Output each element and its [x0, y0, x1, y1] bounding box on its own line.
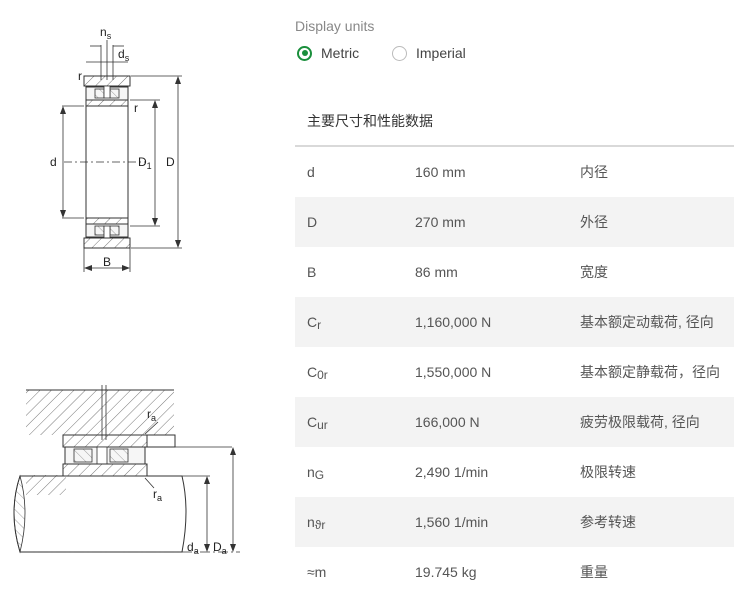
row-value: 19.745 kg — [415, 564, 477, 580]
bearing-cross-section: ns ds r r d D1 D B — [50, 25, 182, 272]
section-divider — [295, 145, 734, 147]
row-description: 疲劳极限载荷, 径向 — [580, 414, 700, 430]
label-r-side: r — [134, 101, 138, 115]
table-row: Cr 1,160,000 N 基本额定动载荷, 径向 — [295, 297, 734, 347]
label-D: D — [166, 155, 175, 169]
row-symbol: B — [307, 264, 317, 280]
row-description: 极限转速 — [580, 464, 636, 480]
radio-imperial-label: Imperial — [416, 45, 466, 61]
label-d: d — [50, 155, 57, 169]
label-B: B — [103, 255, 111, 269]
row-description: 外径 — [580, 214, 608, 230]
label-ra-top: ra — [147, 407, 156, 423]
row-description: 基本额定静载荷，径向 — [580, 364, 720, 380]
radio-imperial[interactable]: Imperial — [392, 45, 466, 61]
row-symbol: nϑr — [307, 514, 326, 532]
row-symbol: ≈m — [307, 564, 327, 580]
label-r-top: r — [78, 69, 82, 83]
row-value: 1,160,000 N — [415, 314, 492, 330]
radio-metric-label: Metric — [321, 45, 360, 61]
label-da: da — [187, 540, 199, 556]
row-symbol: D — [307, 214, 318, 230]
row-symbol: d — [307, 164, 315, 180]
dimensions-table: d 160 mm 内径 D 270 mm 外径 B 86 mm 宽度 Cr 1,… — [295, 147, 734, 597]
row-symbol: Cr — [307, 314, 322, 332]
radio-unchecked-icon[interactable] — [392, 45, 407, 61]
row-symbol: Cur — [307, 414, 328, 432]
row-description: 宽度 — [580, 264, 608, 280]
table-row: nG 2,490 1/min 极限转速 — [295, 447, 734, 497]
table-row: Cur 166,000 N 疲劳极限载荷, 径向 — [295, 397, 734, 447]
section-title: 主要尺寸和性能数据 — [307, 113, 433, 129]
table-row: ≈m 19.745 kg 重量 — [295, 547, 734, 597]
row-symbol: nG — [307, 464, 325, 482]
table-row: D 270 mm 外径 — [295, 197, 734, 247]
label-ns: ns — [100, 25, 112, 41]
row-value: 160 mm — [415, 164, 466, 180]
radio-metric[interactable]: Metric — [297, 45, 359, 61]
label-ra-bottom: ra — [153, 487, 162, 503]
row-value: 1,560 1/min — [415, 514, 489, 530]
row-value: 166,000 N — [415, 414, 480, 430]
table-row: C0r 1,550,000 N 基本额定静载荷，径向 — [295, 347, 734, 397]
mounting-drawing: ra ra da Da — [13, 385, 240, 556]
label-D1: D1 — [138, 155, 152, 171]
row-description: 重量 — [580, 564, 608, 580]
table-row: nϑr 1,560 1/min 参考转速 — [295, 497, 734, 547]
row-value: 270 mm — [415, 214, 466, 230]
row-value: 2,490 1/min — [415, 464, 489, 480]
table-row: d 160 mm 内径 — [295, 147, 734, 197]
label-Da: Da — [213, 540, 227, 556]
label-ds: ds — [118, 47, 130, 63]
bearing-drawing: ns ds r r d D1 D B — [13, 25, 240, 556]
row-value: 86 mm — [415, 264, 458, 280]
row-description: 参考转速 — [580, 514, 636, 530]
row-description: 内径 — [580, 164, 608, 180]
row-description: 基本额定动载荷, 径向 — [580, 314, 714, 330]
radio-checked-icon[interactable] — [297, 45, 312, 61]
display-units-label: Display units — [295, 18, 375, 34]
table-row: B 86 mm 宽度 — [295, 247, 734, 297]
row-symbol: C0r — [307, 364, 328, 382]
row-value: 1,550,000 N — [415, 364, 492, 380]
